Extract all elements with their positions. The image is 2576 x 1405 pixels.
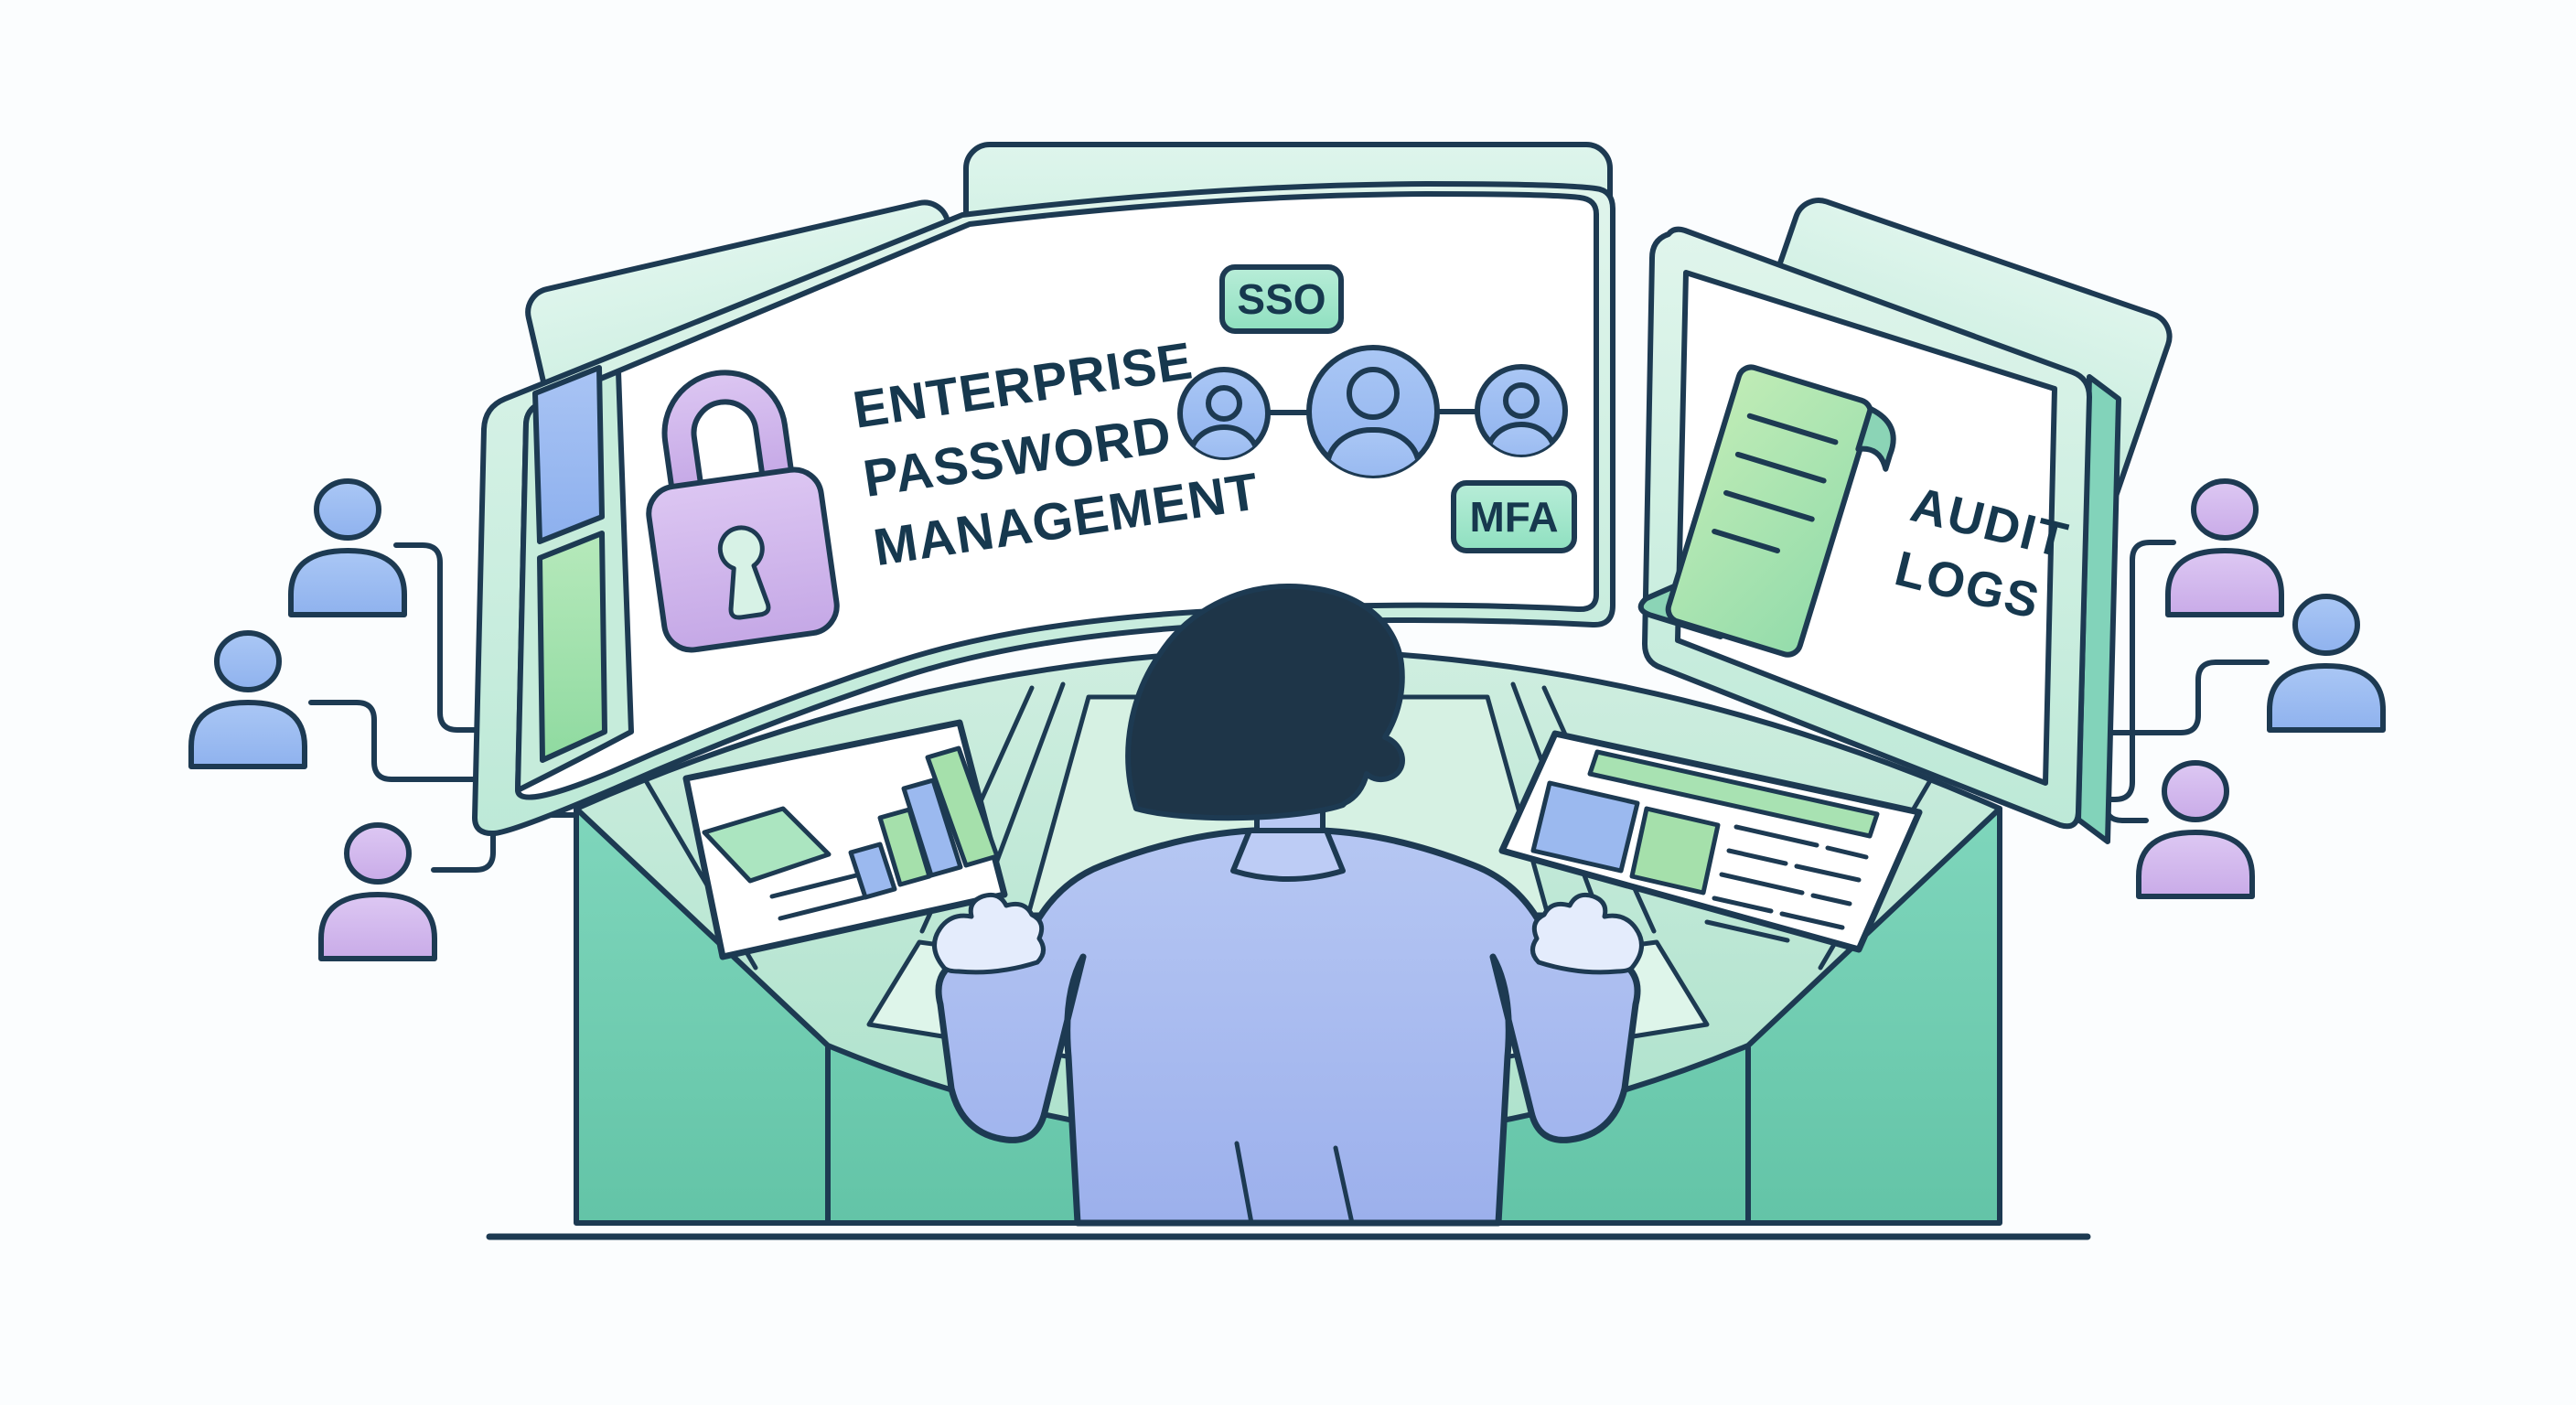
sso-badge-label: SSO — [1237, 275, 1326, 323]
mini-green-panel — [1629, 806, 1721, 896]
wrap-monitor-screen — [515, 191, 1599, 800]
operator-person — [932, 583, 1644, 1227]
log-table-icon — [1704, 824, 1869, 943]
user-icon-left-top — [288, 478, 407, 617]
connector-left-middle — [308, 700, 552, 782]
connector-right-top — [2019, 540, 2176, 802]
user-nodes — [188, 478, 2386, 961]
user-icon-right-middle — [2267, 594, 2386, 733]
bar-chart-icon — [848, 745, 1000, 900]
user-icon-left-bottom — [318, 822, 437, 961]
right-hand — [1530, 892, 1644, 975]
shirt-fold-left — [1234, 1141, 1254, 1226]
hair — [1125, 583, 1405, 821]
mini-blue-panel — [1530, 780, 1640, 874]
mfa-badge-label: MFA — [1469, 493, 1558, 541]
network-connectors — [308, 540, 2270, 873]
desk-screen-left — [682, 719, 1008, 960]
scroll-document-icon — [1637, 364, 1896, 658]
connector-right-middle — [1964, 660, 2270, 735]
sidebar-green-panel — [537, 531, 607, 763]
padlock-icon — [646, 370, 840, 653]
sidebar-blue-panel — [532, 365, 605, 544]
wraparound-monitor: ENTERPRISE PASSWORD MANAGEMENT SSO — [472, 181, 1615, 837]
shirt-fold-right — [1333, 1145, 1355, 1226]
mini-header-bar — [1587, 749, 1880, 839]
mfa-badge: MFA — [1451, 480, 1577, 553]
keyhole-icon — [717, 525, 771, 620]
sso-badge: SSO — [1219, 264, 1344, 334]
desk-screen-right — [1498, 730, 1923, 953]
user-icon-left-middle — [188, 630, 307, 769]
connector-left-top — [393, 542, 533, 733]
left-hand — [932, 892, 1046, 975]
right-monitor: AUDIT LOGS — [1637, 226, 2121, 844]
collar — [1230, 828, 1346, 882]
mini-card — [702, 806, 832, 884]
linked-user-avatars-icon — [1177, 345, 1568, 478]
user-icon-right-bottom — [2136, 760, 2255, 899]
user-icon-right-top — [2165, 478, 2284, 617]
